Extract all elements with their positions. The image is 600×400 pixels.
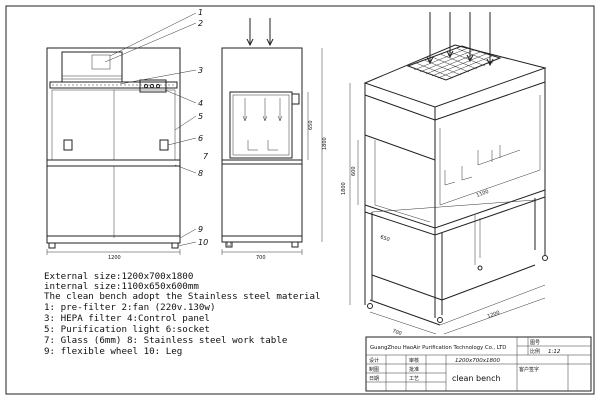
- callout-2: 2: [198, 19, 203, 28]
- callout-5: 5: [198, 112, 203, 121]
- spec-line-6: 7: Glass (6mm) 8: Stainless steel work t…: [44, 335, 287, 346]
- callout-9: 9: [198, 225, 203, 234]
- socket-right: [159, 139, 169, 151]
- dim-side-depth: 700: [256, 255, 266, 261]
- spec-line-5: 5: Purification light 6:socket: [44, 324, 210, 335]
- size-value: 1200x700x1800: [455, 358, 501, 364]
- spec-line-1: internal size:1100x650x600mm: [44, 281, 199, 292]
- scale-value: 1:12: [548, 349, 561, 355]
- callout-7: 7: [203, 152, 209, 161]
- side-chamber: [229, 91, 293, 159]
- label-drawn: 制图: [369, 366, 379, 373]
- dim-iso-height: 1800: [341, 182, 347, 195]
- dim-front-width: 1200: [108, 255, 121, 261]
- wheel-left: [48, 242, 56, 249]
- spec-line-4: 3: HEPA filter 4:Control panel: [44, 313, 210, 324]
- dim-iso-glass: 650: [379, 234, 390, 243]
- control-panel: [139, 79, 167, 93]
- isometric-view: 1800 600 1100 650 700 1200: [341, 12, 548, 337]
- product-name: clean bench: [452, 374, 501, 383]
- dim-iso-bottom-depth: 700: [391, 328, 402, 337]
- spec-notes: External size:1200x700x1800 internal siz…: [44, 271, 321, 357]
- socket-left: [63, 139, 73, 151]
- callout-1: 1: [198, 8, 203, 17]
- callout-leaders: [104, 12, 197, 247]
- callout-3: 3: [198, 66, 203, 75]
- callout-8: 8: [198, 169, 203, 178]
- spec-line-0: External size:1200x700x1800: [44, 271, 193, 282]
- iso-top-grid: [406, 45, 502, 81]
- spec-line-7: 9: flexible wheel 10: Leg: [44, 346, 182, 357]
- title-block: GuangZhou HaoAir Purification Technology…: [365, 336, 592, 392]
- label-design: 设计: [369, 357, 379, 364]
- work-table: [46, 159, 181, 167]
- side-view: 650 1800 700: [221, 18, 328, 261]
- dim-side-inner: 650: [308, 120, 314, 130]
- spec-line-3: 1: pre-filter 2:fan (220v.130w): [44, 302, 215, 313]
- company-name: GuangZhou HaoAir Purification Technology…: [370, 345, 506, 351]
- label-process: 工艺: [409, 376, 419, 382]
- wheel-right: [171, 242, 179, 249]
- label-drawing-no: 图号: [530, 340, 540, 346]
- callout-10: 10: [198, 238, 208, 247]
- hepa-filter: [49, 81, 178, 89]
- label-date: 日期: [369, 376, 379, 382]
- callout-4: 4: [198, 99, 203, 108]
- dim-iso-bottom-width: 1200: [487, 310, 501, 320]
- label-customer: 客户签字: [519, 366, 539, 373]
- spec-line-2: The clean bench adopt the Stainless stee…: [44, 291, 321, 302]
- dim-side-height: 1800: [322, 137, 328, 150]
- callout-6: 6: [198, 134, 203, 143]
- front-view: 1200: [46, 47, 181, 261]
- side-outline: [221, 47, 303, 243]
- label-scale: 比例: [530, 348, 540, 355]
- fan-box: [91, 54, 111, 70]
- dim-iso-depth-top: 1100: [476, 189, 490, 199]
- label-review: 审核: [409, 357, 419, 364]
- label-approve: 批准: [409, 366, 419, 373]
- sheet-border: [5, 5, 595, 395]
- dim-iso-inner: 600: [351, 166, 357, 176]
